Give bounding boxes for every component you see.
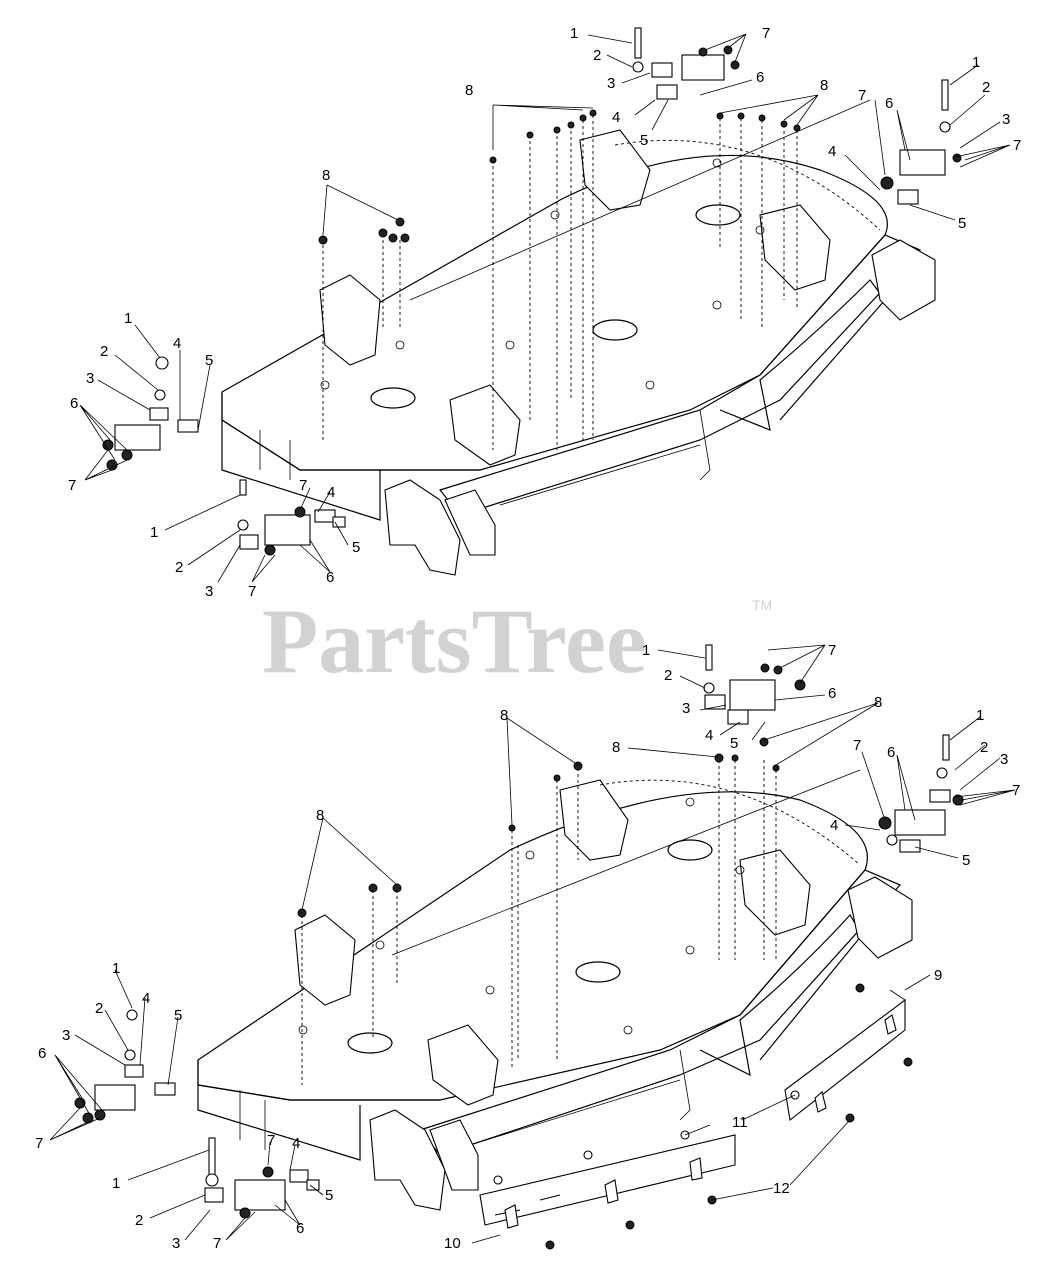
callout: 2 [135, 1212, 143, 1229]
callout: 4 [173, 335, 181, 352]
bottom-hardware [74, 644, 964, 1250]
callout: 7 [213, 1235, 221, 1252]
bottom-front-rail [418, 869, 902, 1156]
callout: 5 [205, 352, 213, 369]
callout: 6 [828, 685, 836, 702]
callout: 7 [853, 737, 861, 754]
callout: 11 [732, 1114, 748, 1131]
callout: 7 [1012, 782, 1020, 799]
callout: 9 [934, 967, 942, 984]
callout: 5 [174, 1007, 182, 1024]
callout: 4 [612, 109, 620, 126]
callout: 8 [612, 739, 620, 756]
callout: 4 [830, 817, 838, 834]
callout: 10 [444, 1235, 461, 1252]
top-front-rail [438, 234, 922, 516]
top-right-hanger-bracket [871, 239, 936, 321]
callout: 4 [327, 484, 335, 501]
callout: 2 [95, 1000, 103, 1017]
callout: 1 [976, 707, 984, 724]
callout: 7 [858, 87, 866, 104]
callout: 8 [322, 167, 330, 184]
top-deck-skirt [221, 392, 480, 521]
callout: 3 [86, 370, 94, 387]
callout: 8 [316, 807, 324, 824]
callout: 2 [593, 47, 601, 64]
callout: 3 [1000, 751, 1008, 768]
callout: 1 [642, 642, 650, 659]
callout: 6 [326, 569, 334, 586]
callout: 5 [640, 132, 648, 149]
callout: 1 [150, 524, 158, 541]
callout: 1 [124, 310, 132, 327]
callout: 1 [112, 1175, 120, 1192]
callout: 1 [570, 25, 578, 42]
bottom-right-deck-skid [784, 998, 906, 1122]
callout: 6 [296, 1220, 304, 1237]
callout: 1 [972, 54, 980, 71]
callout: 12 [773, 1180, 790, 1197]
callout: 5 [958, 215, 966, 232]
top-front-hanger-bracket [384, 479, 461, 576]
bottom-deck-assembly: 1 2 3 4 5 6 7 8 8 8 1 2 3 7 7 6 4 5 8 1 … [35, 642, 1020, 1252]
callout: 2 [982, 79, 990, 96]
callout: 6 [885, 95, 893, 112]
callout: 7 [248, 583, 256, 600]
callout: 6 [887, 744, 895, 761]
callout: 8 [874, 694, 882, 711]
callout: 3 [682, 700, 690, 717]
callout: 7 [68, 477, 76, 494]
bottom-deck-skirt [197, 1060, 440, 1161]
watermark-brand: PartsTree [262, 590, 647, 692]
callout: 1 [112, 960, 120, 977]
callout: 7 [1013, 137, 1021, 154]
callout: 6 [38, 1045, 46, 1062]
callout: 2 [175, 559, 183, 576]
bottom-right-hanger-bracket [847, 876, 913, 959]
callout: 8 [820, 77, 828, 94]
bottom-front-hanger-bracket [369, 1109, 446, 1211]
callout: 5 [730, 735, 738, 752]
callout: 7 [299, 477, 307, 494]
callout: 3 [1002, 111, 1010, 128]
callout: 7 [35, 1135, 43, 1152]
callout: 5 [325, 1187, 333, 1204]
top-hardware [102, 27, 962, 556]
callout: 4 [705, 727, 713, 744]
callout: 2 [980, 739, 988, 756]
bottom-rear-left-arm-mount [294, 914, 356, 1006]
callout: 3 [62, 1027, 70, 1044]
top-deck-assembly: 1 2 3 4 5 6 7 8 8 1 2 3 7 7 6 4 5 8 1 2 … [68, 25, 1021, 600]
bottom-left-deck-skid [479, 1134, 736, 1226]
callout: 7 [762, 25, 770, 42]
callout: 6 [70, 395, 78, 412]
callout: 7 [828, 642, 836, 659]
callout: 2 [664, 667, 672, 684]
callout: 3 [205, 583, 213, 600]
top-rear-left-arm-mount [319, 274, 381, 366]
callout: 6 [756, 69, 764, 86]
callout: 4 [142, 990, 150, 1007]
callout: 4 [292, 1135, 300, 1152]
callout: 5 [962, 852, 970, 869]
watermark-trademark: TM [752, 597, 772, 613]
callout: 8 [500, 707, 508, 724]
callout: 8 [465, 82, 473, 99]
callout: 2 [100, 343, 108, 360]
callout: 4 [828, 143, 836, 160]
callout: 3 [607, 75, 615, 92]
callout: 7 [267, 1132, 275, 1149]
callout: 3 [172, 1235, 180, 1252]
callout: 5 [352, 539, 360, 556]
